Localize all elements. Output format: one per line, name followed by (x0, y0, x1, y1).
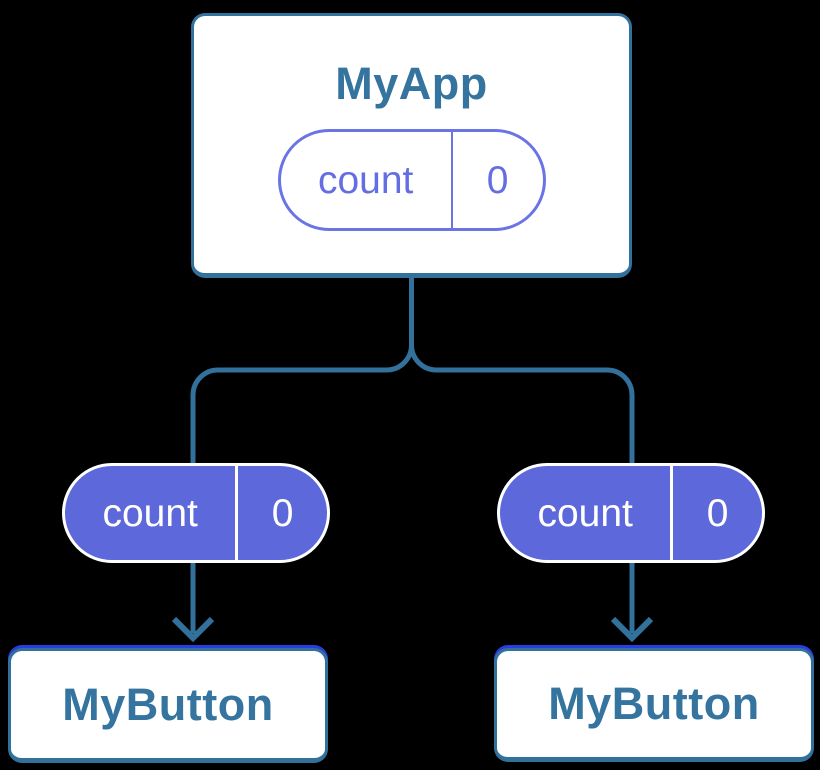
prop-name-cell-right: count (537, 491, 633, 535)
mybutton-title-right: MyButton (548, 678, 760, 729)
state-value-cell: 0 (450, 132, 543, 228)
mybutton-node-right: MyButton (494, 648, 814, 762)
branch-line-right (409, 344, 635, 633)
mybutton-node-left: MyButton (8, 648, 328, 763)
prop-value-cell-right: 0 (670, 466, 762, 560)
arrowhead-down-right-icon (610, 616, 654, 643)
myapp-component-node: MyApp count 0 (191, 13, 632, 278)
state-pill: count 0 (277, 129, 546, 231)
branch-line-left (190, 344, 414, 633)
prop-pill-left: count 0 (62, 463, 330, 563)
mybutton-title-left: MyButton (62, 678, 274, 730)
myapp-title: MyApp (335, 58, 488, 109)
state-name-cell: count (317, 158, 414, 202)
prop-value-cell-left: 0 (235, 466, 327, 560)
prop-pill-right: count 0 (497, 463, 765, 563)
prop-name-cell-left: count (102, 491, 198, 535)
arrowhead-down-left-icon (171, 616, 215, 643)
